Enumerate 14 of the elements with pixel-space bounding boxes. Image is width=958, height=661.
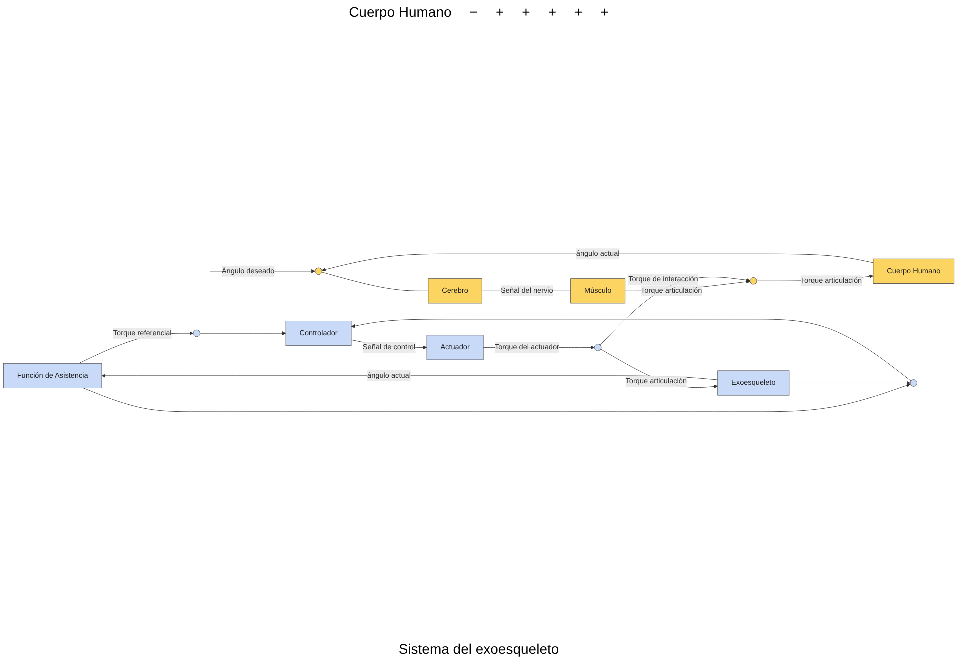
sign-label: + bbox=[548, 4, 557, 20]
node-circle bbox=[750, 278, 758, 285]
node-circle bbox=[315, 268, 322, 276]
sign-label: + bbox=[522, 4, 530, 20]
sign-label: + bbox=[574, 4, 583, 20]
node-circle bbox=[193, 330, 200, 338]
section-label: Cuerpo Humano bbox=[349, 4, 452, 20]
node-circle bbox=[594, 344, 602, 352]
sign-label: + bbox=[600, 4, 609, 20]
connector bbox=[322, 272, 429, 292]
sign-label: − bbox=[470, 4, 478, 20]
sign-label: + bbox=[496, 4, 504, 20]
node-circle bbox=[910, 380, 918, 388]
section-label: Sistema del exoesqueleto bbox=[398, 641, 560, 657]
